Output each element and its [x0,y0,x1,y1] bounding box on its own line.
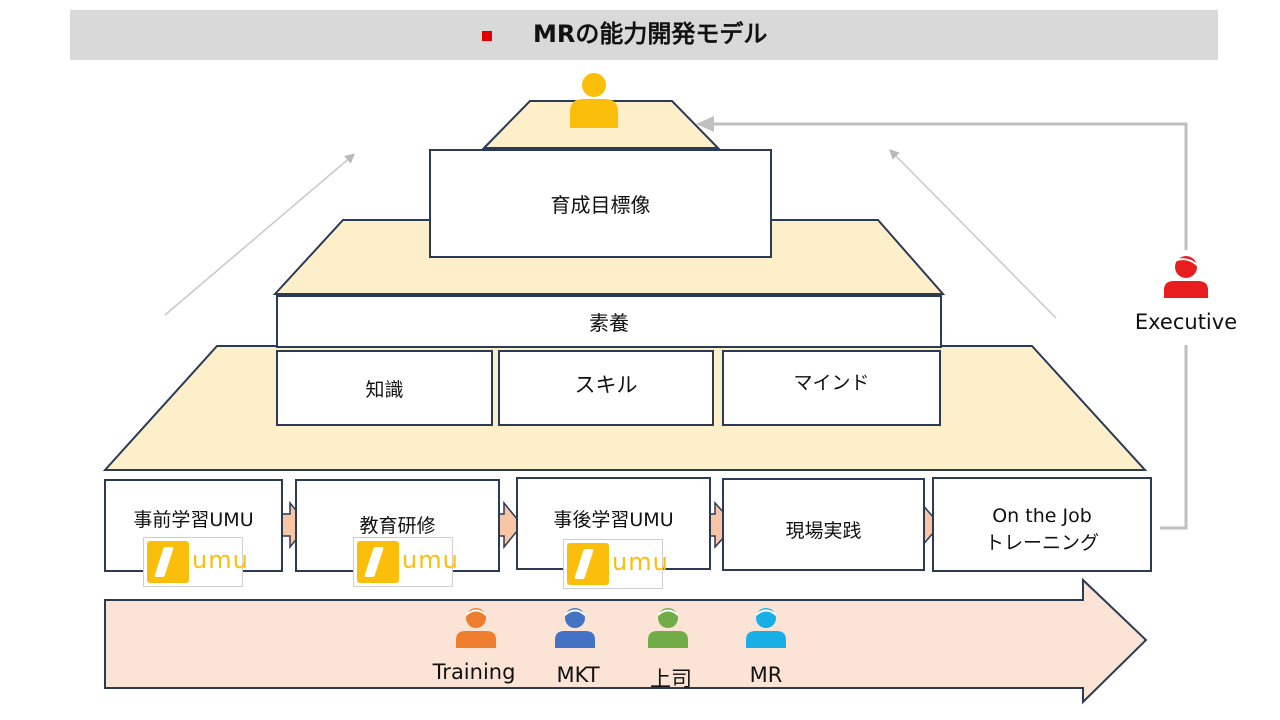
umu-mark-icon [357,541,399,583]
stage-ojt: On the Job トレーニング [932,477,1152,572]
pillar-mind-box: マインド [722,350,941,426]
header-bar [70,10,1218,60]
role-label-training: Training [432,660,516,684]
pillar-label: マインド [793,371,870,394]
mkt-person-icon [555,608,595,648]
goal-box: 育成目標像 [429,149,772,258]
culture-label: 素養 [589,311,629,335]
stage-label: On the Job トレーニング [984,505,1099,554]
umu-logo: umu [143,537,248,587]
executive-person-icon [1164,256,1208,298]
feedback-line-upper [696,116,1188,250]
role-label-mkt: MKT [556,663,600,687]
umu-mark-icon [147,541,189,583]
stage-post-learning: 事後学習UMU umu [516,477,711,589]
stage-label: 事後学習UMU [553,509,674,531]
executive-label: Executive [1134,310,1238,334]
goal-label: 育成目標像 [550,193,651,217]
role-label-boss: 上司 [650,667,692,691]
pillar-skill-box: スキル [498,350,714,426]
pillar-label: 知識 [365,378,404,401]
page-title: MRの能力開発モデル [533,20,768,48]
stage-label: 現場実践 [785,520,862,542]
feedback-line-lower [1160,345,1188,530]
header-bullet-icon [482,31,492,41]
umu-logo-text: umu [402,546,459,574]
stage-label: 教育研修 [359,515,436,537]
stakeholder-band-arrow [104,577,1148,705]
umu-logo-text: umu [192,546,249,574]
umu-logo: umu [563,539,668,589]
stage-label: 事前学習UMU [133,509,254,531]
boss-person-icon [648,608,688,648]
role-label-mr: MR [749,663,783,687]
pillar-knowledge-box: 知識 [276,350,493,426]
umu-logo: umu [353,537,458,587]
mr-person-icon [746,608,786,648]
culture-box: 素養 [276,295,942,348]
growth-arrow-left [164,153,356,316]
stage-training: 教育研修 umu [295,479,500,587]
umu-mark-icon [567,543,609,585]
stage-field-practice: 現場実践 [722,478,925,571]
umu-logo-text: umu [612,548,669,576]
stage-pre-learning: 事前学習UMU umu [104,479,283,587]
growth-arrow-right [889,149,1057,319]
pillar-label: スキル [574,373,638,397]
training-person-icon [456,608,496,648]
top-person-icon [570,73,618,128]
